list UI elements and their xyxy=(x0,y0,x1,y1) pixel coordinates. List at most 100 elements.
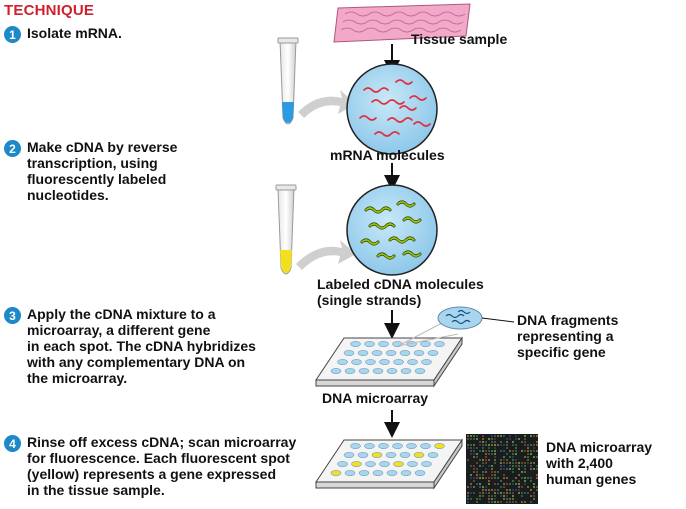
photo-spot xyxy=(485,453,487,455)
photo-spot xyxy=(536,456,538,458)
photo-spot xyxy=(506,453,508,455)
photo-spot xyxy=(521,465,523,467)
photo-spot xyxy=(533,483,535,485)
microarray-spot xyxy=(386,470,398,476)
photo-spot xyxy=(491,471,493,473)
photo-spot xyxy=(521,471,523,473)
microarray-spot xyxy=(343,350,355,356)
photo-spot xyxy=(482,450,484,452)
photo-spot xyxy=(467,444,469,446)
photo-spot xyxy=(506,468,508,470)
photo-spot xyxy=(512,456,514,458)
photo-spot xyxy=(527,477,529,479)
photo-spot xyxy=(479,441,481,443)
microarray-spot xyxy=(399,452,411,458)
photo-spot xyxy=(506,477,508,479)
photo-spot xyxy=(476,477,478,479)
photo-spot xyxy=(506,489,508,491)
photo-spot xyxy=(533,468,535,470)
microarray-spot xyxy=(427,452,439,458)
mrna-dish xyxy=(346,63,438,155)
photo-spot xyxy=(527,456,529,458)
photo-spot xyxy=(500,450,502,452)
photo-spot xyxy=(494,459,496,461)
microarray-spot xyxy=(344,470,356,476)
photo-spot xyxy=(482,465,484,467)
photo-spot xyxy=(491,477,493,479)
photo-spot xyxy=(494,450,496,452)
microarray-spot xyxy=(407,359,418,365)
microarray-spot xyxy=(420,341,431,347)
photo-spot xyxy=(524,483,526,485)
photo-spot xyxy=(482,444,484,446)
photo-spot xyxy=(518,468,520,470)
photo-spot xyxy=(473,468,475,470)
fluorescent-spot xyxy=(434,443,445,449)
photo-spot xyxy=(479,444,481,446)
photo-spot xyxy=(497,489,499,491)
photo-spot xyxy=(512,468,514,470)
fluorescent-spot xyxy=(393,461,404,467)
photo-spot xyxy=(473,465,475,467)
photo-spot xyxy=(494,438,496,440)
fluorescent-spot xyxy=(413,452,425,458)
photo-spot xyxy=(494,456,496,458)
photo-spot xyxy=(503,459,505,461)
microarray-spot xyxy=(414,368,426,374)
photo-spot xyxy=(503,483,505,485)
photo-spot xyxy=(512,444,514,446)
photo-spot xyxy=(485,492,487,494)
photo-spot xyxy=(494,444,496,446)
photo-spot xyxy=(506,441,508,443)
photo-spot xyxy=(479,486,481,488)
photo-spot xyxy=(467,435,469,437)
step-number-3: 3 xyxy=(4,307,21,324)
photo-spot xyxy=(497,435,499,437)
photo-spot xyxy=(488,501,490,503)
photo-spot xyxy=(482,471,484,473)
photo-spot xyxy=(524,438,526,440)
photo-spot xyxy=(491,450,493,452)
photo-spot xyxy=(536,468,538,470)
photo-spot xyxy=(485,486,487,488)
microarray-spot xyxy=(406,443,417,449)
photo-spot xyxy=(476,435,478,437)
photo-spot xyxy=(485,462,487,464)
photo-spot xyxy=(497,471,499,473)
photo-spot xyxy=(503,444,505,446)
photo-spot xyxy=(488,495,490,497)
photo-spot xyxy=(467,495,469,497)
photo-spot xyxy=(518,480,520,482)
photo-spot xyxy=(506,462,508,464)
photo-spot xyxy=(500,462,502,464)
test-tube-yellow xyxy=(275,184,297,275)
photo-spot xyxy=(509,483,511,485)
photo-spot xyxy=(509,462,511,464)
photo-spot xyxy=(521,501,523,503)
microarray-spot xyxy=(357,452,369,458)
photo-spot xyxy=(515,501,517,503)
step-number-4: 4 xyxy=(4,435,21,452)
photo-spot xyxy=(512,450,514,452)
photo-spot xyxy=(470,492,472,494)
photo-spot xyxy=(488,450,490,452)
photo-spot xyxy=(515,435,517,437)
photo-spot xyxy=(473,435,475,437)
photo-spot xyxy=(473,480,475,482)
photo-spot xyxy=(524,444,526,446)
photo-spot xyxy=(467,459,469,461)
photo-spot xyxy=(515,444,517,446)
photo-spot xyxy=(473,471,475,473)
photo-spot xyxy=(518,474,520,476)
photo-spot xyxy=(476,447,478,449)
photo-spot xyxy=(503,462,505,464)
step-1: 1 Isolate mRNA. xyxy=(4,25,122,43)
step-number-1: 1 xyxy=(4,26,21,43)
photo-spot xyxy=(518,462,520,464)
photo-spot xyxy=(485,468,487,470)
photo-spot xyxy=(524,468,526,470)
photo-spot xyxy=(503,435,505,437)
photo-spot xyxy=(497,444,499,446)
microarray-spot xyxy=(351,359,362,365)
photo-spot xyxy=(476,453,478,455)
